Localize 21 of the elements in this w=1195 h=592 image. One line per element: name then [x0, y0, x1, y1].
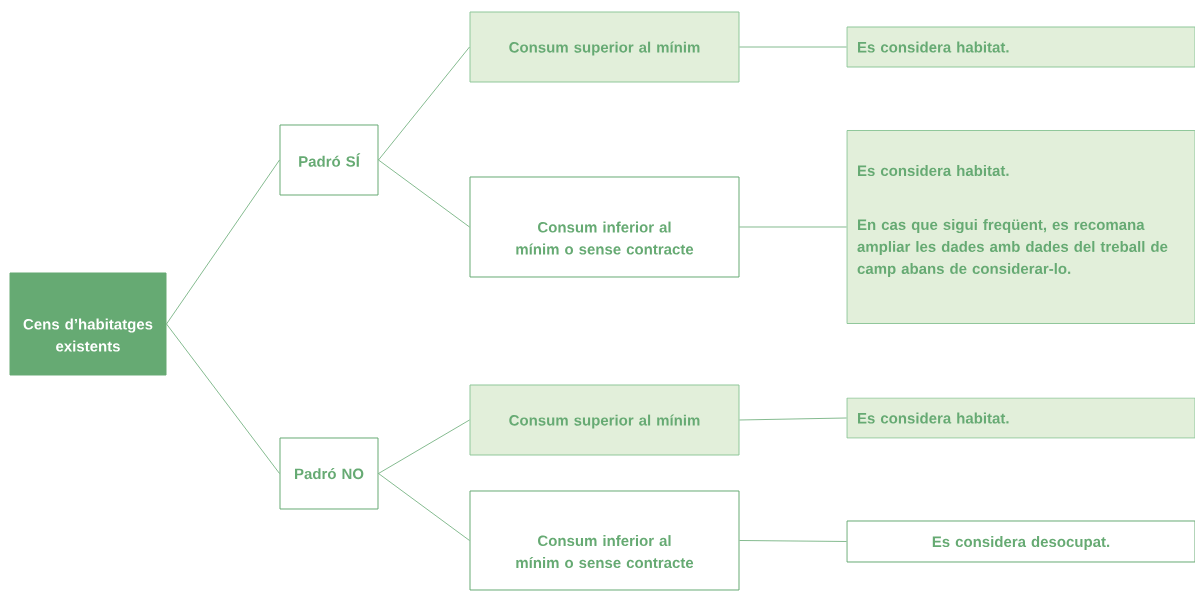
connector-line [739, 226, 847, 228]
condition-box: Consum inferior al mínim o sense contracte [469, 176, 740, 278]
decision-box: Padró SÍ [279, 124, 379, 196]
connector-line [378, 159, 470, 228]
connector-line [166, 159, 280, 325]
category-box: Cens d’habitatges existents [9, 272, 167, 376]
connector-line [739, 417, 847, 421]
connector-line [378, 46, 470, 161]
result-box: Es considera habitat. [846, 397, 1195, 439]
connector-line [378, 419, 470, 474]
condition-box: Consum inferior al mínim o sense contracte [469, 490, 740, 591]
connector-line [166, 323, 280, 474]
connector-line [739, 540, 847, 542]
condition-box: Consum superior al mínim [469, 384, 740, 456]
connector-line [378, 473, 470, 541]
result-box: Es considera desocupat. [846, 520, 1195, 563]
connector-line [739, 46, 847, 48]
condition-box: Consum superior al mínim [469, 11, 740, 83]
result-box: Es considera habitat. En cas que sigui freqüent, es recomana ampliar les dades amb dades del treball de camp abans de considerar-lo. [846, 130, 1195, 324]
decision-box: Padró NO [279, 437, 379, 510]
result-box: Es considera habitat. [846, 26, 1195, 68]
